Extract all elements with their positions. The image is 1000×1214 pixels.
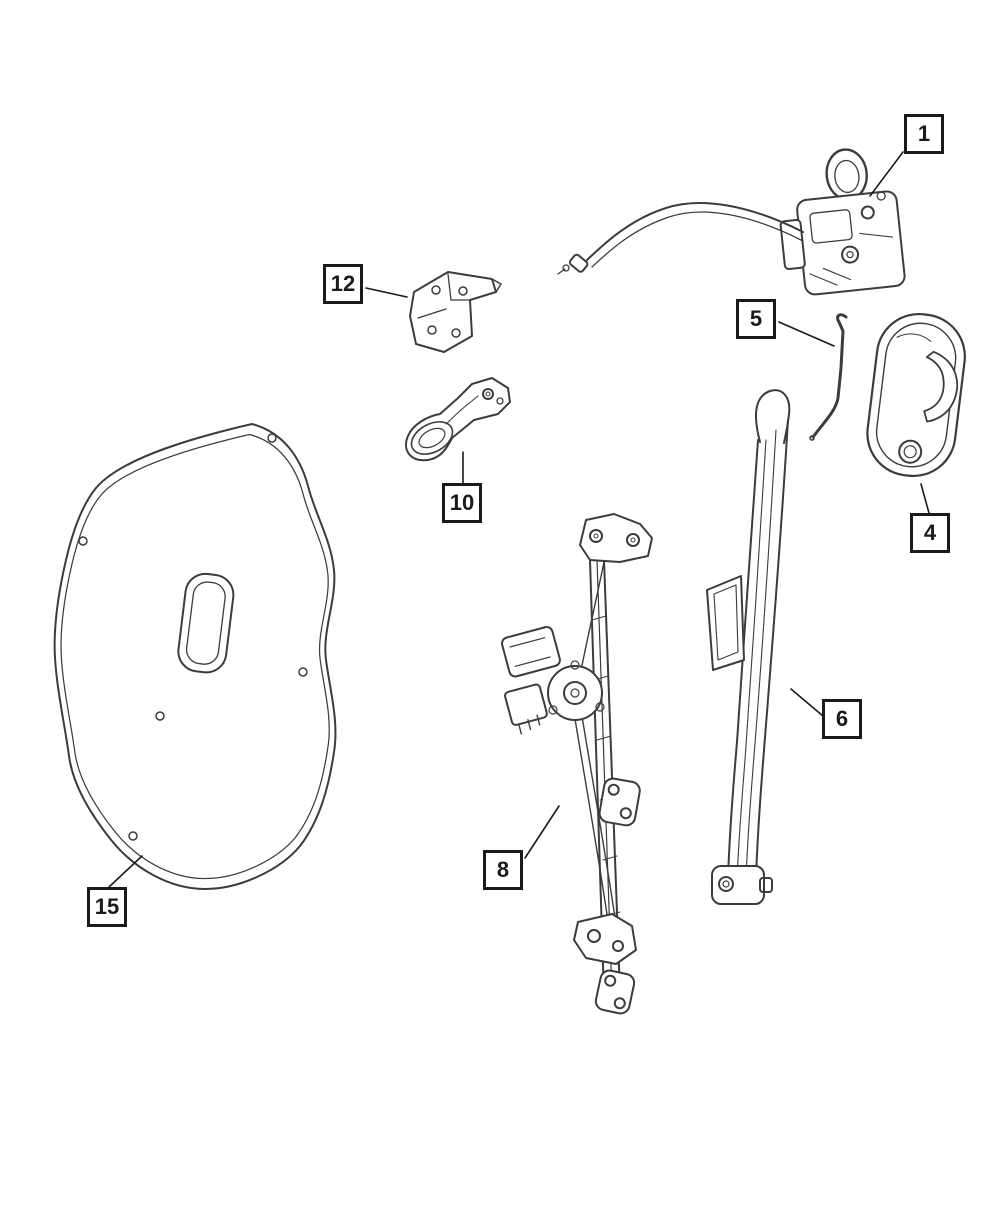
water-shield-holes: [78, 433, 308, 841]
water-shield-inner-line: [60, 433, 330, 880]
callout-10[interactable]: 10: [442, 483, 482, 523]
part-upper-bracket: [409, 271, 502, 353]
regulator-top-bracket: [579, 513, 653, 563]
callout-8[interactable]: 8: [483, 850, 523, 890]
callout-6-number: 6: [835, 706, 849, 731]
handle-grip: [923, 350, 959, 423]
part-exterior-handle: [866, 312, 966, 478]
callout-15-number: 15: [94, 894, 120, 919]
glass-run-flag: [706, 575, 745, 671]
callout-4[interactable]: 4: [910, 513, 950, 553]
glass-run-foot: [711, 865, 765, 905]
callout-1-number: 1: [917, 121, 931, 146]
leader-line-6: [790, 688, 824, 717]
callout-6[interactable]: 6: [822, 699, 862, 739]
leader-line-8: [524, 805, 560, 859]
regulator-mid-bracket: [598, 777, 641, 827]
part-lower-bracket: [405, 377, 511, 462]
callout-5[interactable]: 5: [736, 299, 776, 339]
callout-15[interactable]: 15: [87, 887, 127, 927]
callout-8-number: 8: [496, 857, 510, 882]
part-window-regulator: [501, 513, 653, 1015]
part-glass-run-channel: [706, 389, 791, 905]
latch-cable: [586, 202, 804, 261]
leader-line-4: [920, 483, 930, 514]
callout-12[interactable]: 12: [323, 264, 363, 304]
leader-lines: [108, 151, 930, 888]
water-shield-outline: [53, 423, 337, 890]
callout-1[interactable]: 1: [904, 114, 944, 154]
callout-12-number: 12: [330, 271, 356, 296]
leader-line-5: [778, 321, 835, 347]
regulator-lower-bracket: [573, 913, 637, 965]
water-shield-handle-cutout: [177, 572, 235, 674]
regulator-motor: [501, 626, 605, 735]
part-door-latch: [557, 148, 906, 296]
callout-10-number: 10: [449, 490, 475, 515]
callout-4-number: 4: [923, 520, 937, 545]
leader-line-1: [869, 151, 904, 197]
leader-line-12: [365, 287, 408, 298]
part-water-shield: [53, 423, 337, 890]
leader-line-15: [108, 855, 143, 888]
part-lock-rod: [809, 313, 848, 441]
regulator-bottom-piece: [594, 969, 636, 1015]
callout-5-number: 5: [749, 306, 763, 331]
